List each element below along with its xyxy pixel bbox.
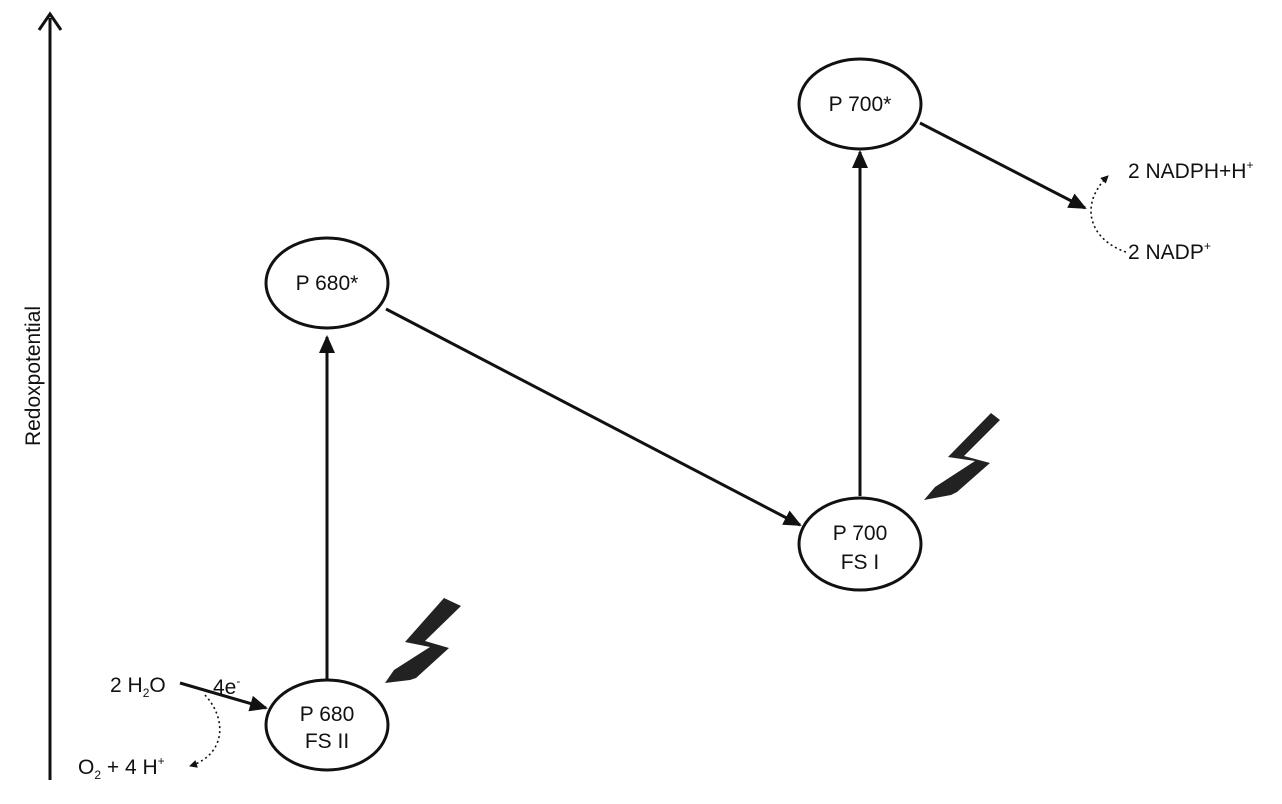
oxygen-label: O2 + 4 H+	[78, 754, 165, 782]
water-label: 2 H2O	[110, 674, 166, 700]
nadp-label: 2 NADP+	[1128, 239, 1211, 264]
redox-axis	[37, 11, 63, 780]
node-p680: P 680 FS II	[264, 678, 390, 772]
dotted-arrow-nadph	[1090, 175, 1127, 253]
node-p680-label: P 680	[300, 703, 355, 726]
node-p700: P 700 FS I	[797, 496, 923, 592]
dotted-arrow-oxygen	[189, 694, 221, 768]
arrow-p700star-to-nadp	[919, 121, 1087, 210]
node-p700-star-label: P 700*	[829, 93, 892, 116]
node-p700-label: P 700	[833, 522, 888, 545]
node-p680-system: FS II	[305, 730, 349, 753]
lightning-bolt-icon	[385, 598, 461, 683]
node-p680-star: P 680*	[264, 236, 390, 330]
axis-label: Redoxpotential	[22, 306, 45, 446]
arrow-water-to-p680	[179, 681, 268, 712]
nadph-label: 2 NADPH+H+	[1128, 158, 1253, 183]
arrow-p680star-to-p700	[385, 307, 802, 527]
node-p700-star: P 700*	[797, 57, 923, 151]
node-p680-star-label: P 680*	[296, 272, 359, 295]
electrons-label: 4e-	[213, 674, 240, 699]
lightning-bolt-icon	[924, 413, 1000, 500]
node-p700-system: FS I	[841, 551, 880, 574]
